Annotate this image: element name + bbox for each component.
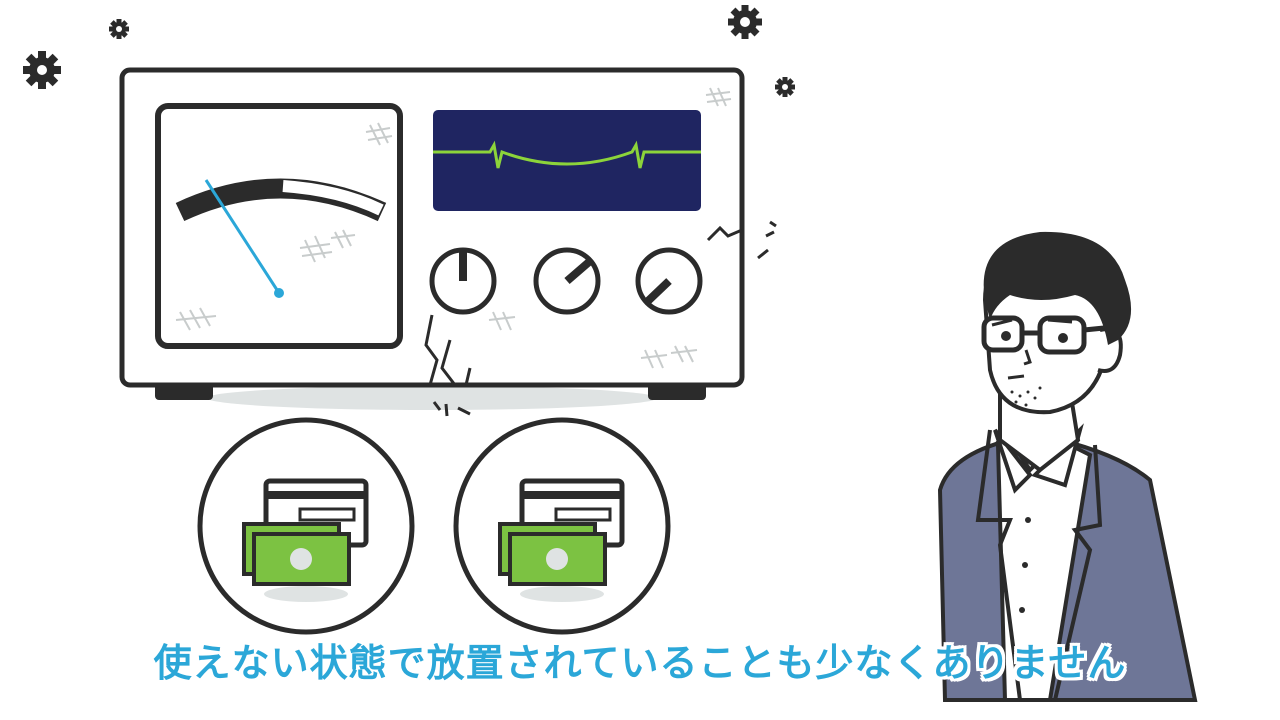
person-illustration xyxy=(937,231,1198,702)
money-card-icon xyxy=(197,417,415,635)
knob xyxy=(533,247,601,315)
subtitle-caption: 使えない状態で放置されていることも少なくありません xyxy=(153,641,1127,685)
gear-icon xyxy=(23,51,61,89)
money-card-icon xyxy=(453,417,671,635)
knob xyxy=(635,247,703,315)
knob xyxy=(429,247,497,315)
analog-meter xyxy=(155,103,403,349)
gear-icon xyxy=(728,5,762,39)
crack-icon xyxy=(424,220,777,417)
gear-icon xyxy=(775,77,795,97)
broken-device xyxy=(119,67,777,417)
oscilloscope-screen xyxy=(433,110,701,211)
scratch-marks xyxy=(175,87,732,369)
gear-icon xyxy=(109,19,129,39)
